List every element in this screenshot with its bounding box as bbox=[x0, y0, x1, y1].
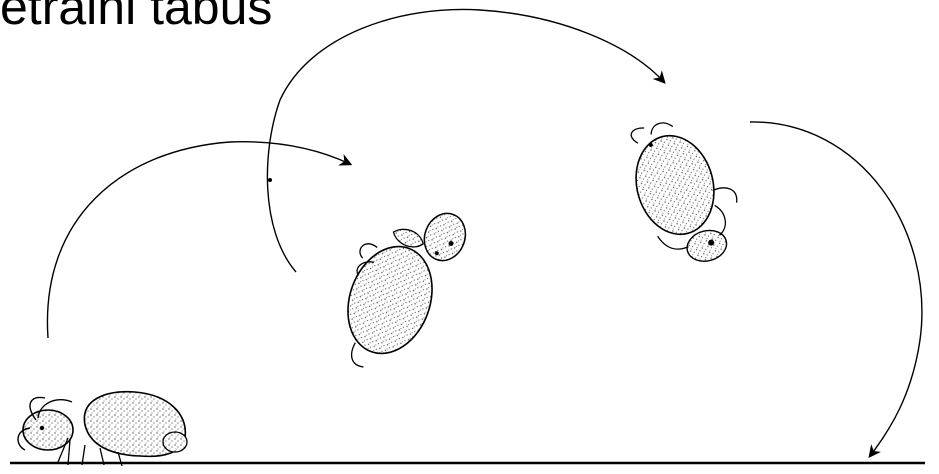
springtail-mid-jump-2 bbox=[622, 108, 751, 274]
jump-arc-1 bbox=[47, 142, 350, 338]
jump-arc-3 bbox=[750, 122, 922, 456]
springtail-resting bbox=[18, 392, 187, 466]
arc-dot bbox=[268, 178, 272, 182]
springtail-mid-jump-1 bbox=[323, 189, 472, 386]
